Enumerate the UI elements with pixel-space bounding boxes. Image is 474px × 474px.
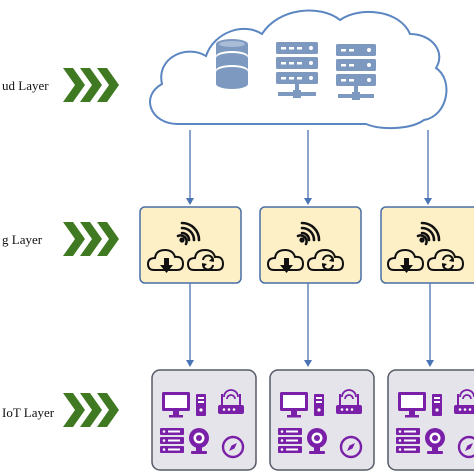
fog-chevron-icon: [63, 222, 119, 256]
fog-layer-label: g Layer: [2, 232, 43, 247]
iot-node: [387, 369, 474, 471]
tower-pc-icon: [314, 394, 324, 416]
iot-chevron-icon: [63, 393, 119, 427]
database-icon: [216, 39, 248, 89]
server-icon: [160, 428, 184, 453]
fog-node: [139, 206, 242, 284]
cloud-chevron-icon: [63, 68, 119, 102]
iot-layer-label: IoT Layer: [2, 405, 55, 420]
server-rack-icon: [276, 42, 318, 98]
server-rack-icon: [336, 44, 376, 100]
fog-node: [380, 206, 474, 284]
server-icon: [396, 428, 420, 453]
cloud-layer-label: ud Layer: [2, 78, 49, 93]
server-icon: [278, 428, 302, 453]
tower-pc-icon: [432, 394, 442, 416]
tower-pc-icon: [196, 394, 206, 416]
iot-node: [151, 369, 257, 471]
cloud-shape: [149, 9, 448, 130]
fog-node: [259, 206, 362, 284]
iot-node: [269, 369, 375, 471]
